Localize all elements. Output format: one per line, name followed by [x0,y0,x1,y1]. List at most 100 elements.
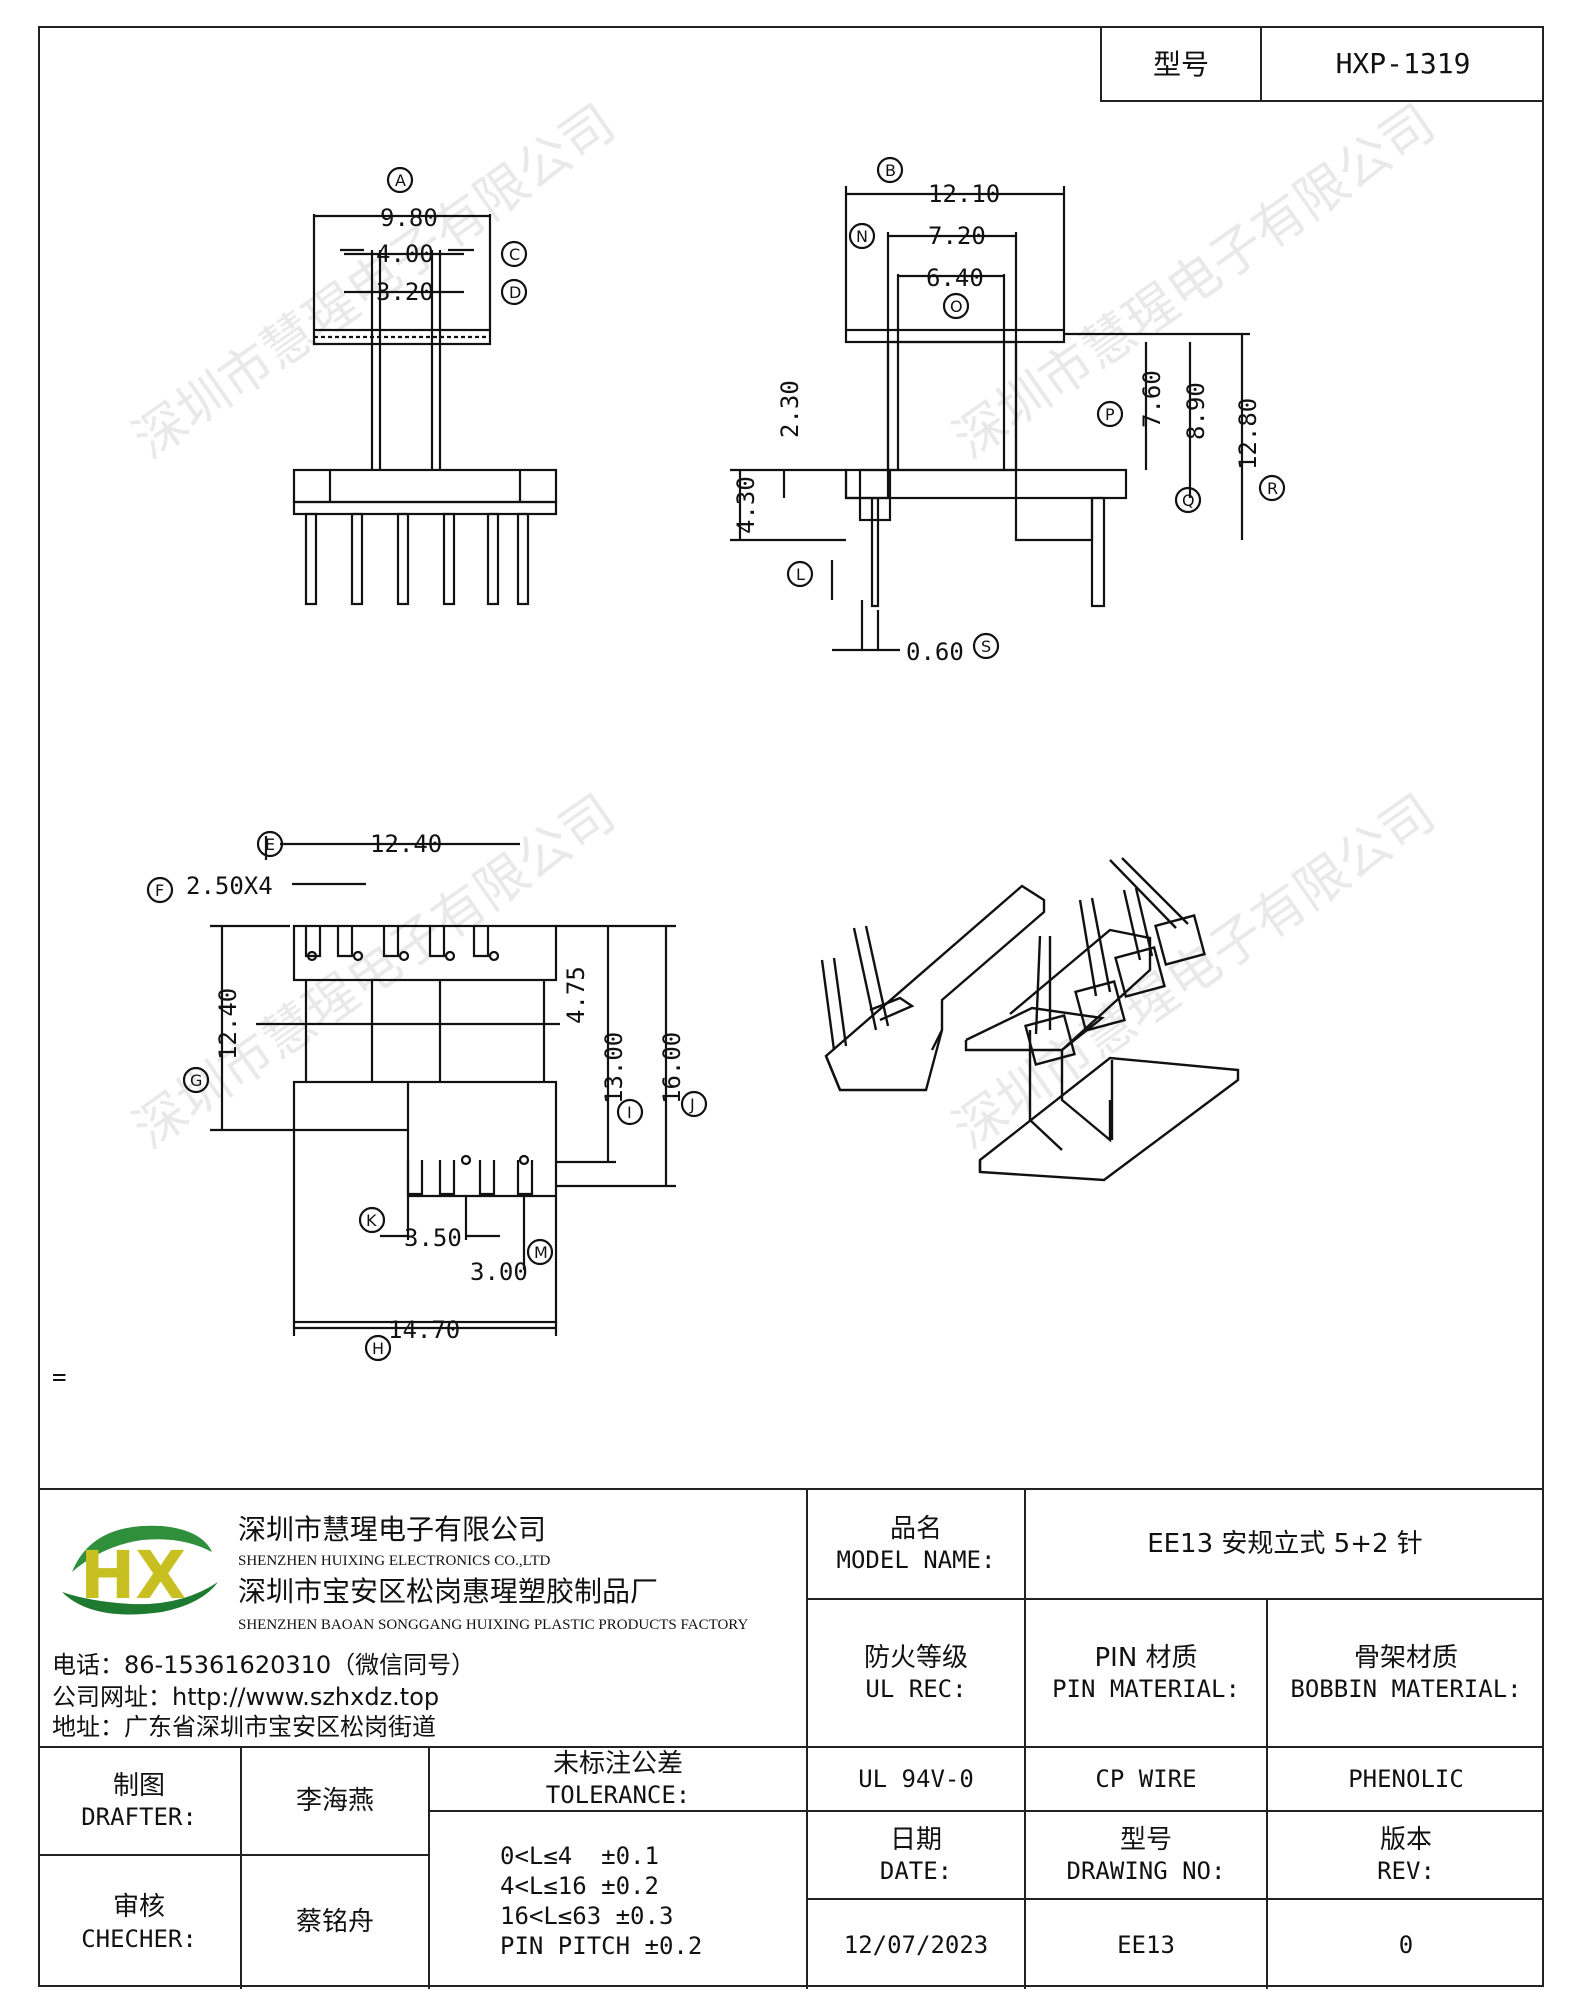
svg-text:N: N [856,227,868,246]
svg-text:L: L [796,565,805,584]
dim-k: 3.50 [404,1224,462,1252]
drawing-frame [38,26,1544,1987]
dim-b: 12.10 [928,180,1000,208]
dim-475: 4.75 [562,966,590,1024]
bubble-i: I [616,1098,644,1126]
dim-p: 7.60 [1138,370,1166,428]
bubble-l: L [786,560,814,588]
factory-name-en: SHENZHEN BAOAN SONGGANG HUIXING PLASTIC … [238,1617,749,1633]
watermark: 深圳市慧瑆电子有限公司 [123,93,626,470]
rev-value: 0 [1398,1930,1414,1959]
svg-text:B: B [885,161,896,180]
dim-q: 8.90 [1182,382,1210,440]
bubble-b: B [876,156,904,184]
bubble-r: R [1258,474,1286,502]
bubble-s: S [972,632,1000,660]
dim-i: 13.00 [600,1032,628,1104]
bubble-q: Q [1174,486,1202,514]
company-address: 地址：广东省深圳市宝安区松岗街道 [52,1713,436,1741]
svg-text:R: R [1267,479,1278,498]
dim-a: 9.80 [380,204,438,232]
bubble-f: F [146,876,174,904]
dim-g: 12.40 [214,988,242,1060]
svg-text:M: M [534,1243,548,1262]
dim-m: 3.00 [470,1258,528,1286]
dim-n: 7.20 [928,222,986,250]
svg-text:A: A [395,171,406,190]
watermark-group: 深圳市慧瑆电子有限公司 深圳市慧瑆电子有限公司 深圳市慧瑆电子有限公司 深圳市慧… [123,93,1446,1160]
tolerance-line: PIN PITCH ±0.2 [500,1931,703,1960]
dim-j: 16.00 [658,1032,686,1104]
model-value: HXP-1319 [1335,46,1471,80]
company-name-cn: 深圳市慧瑆电子有限公司 [238,1513,547,1546]
factory-name-cn: 深圳市宝安区松岗惠瑆塑胶制品厂 [238,1575,659,1608]
technical-drawing: 深圳市慧瑆电子有限公司 深圳市慧瑆电子有限公司 深圳市慧瑆电子有限公司 深圳市慧… [123,93,1446,1362]
isometric-view [820,857,1240,1182]
bubble-o: O [942,292,970,320]
drawing-no-value: EE13 [1026,1900,1268,1989]
model-label: 型号 [1102,26,1262,100]
dim-s: 0.60 [906,638,964,666]
tolerance-values: 0<L≤4 ±0.1 4<L≤16 ±0.2 16<L≤63 ±0.3 PIN … [430,1812,808,1989]
svg-text:C: C [509,245,520,264]
bottom-view [210,836,676,1336]
ul-value: UL 94V-0 [808,1748,1026,1812]
drafter-value: 李海燕 [242,1748,430,1856]
dim-d: 3.20 [376,278,434,306]
svg-text:HX: HX [80,1537,186,1614]
date-value: 12/07/2023 [808,1900,1026,1989]
dim-c: 4.00 [376,240,434,268]
bubble-d: D [500,278,528,306]
bubble-j: J [680,1090,708,1118]
svg-text:J: J [689,1095,695,1114]
checker-value: 蔡铭舟 [242,1856,430,1989]
watermark: 深圳市慧瑆电子有限公司 [943,783,1446,1160]
side-view [730,186,1250,652]
pin-material-value: CP WIRE [1026,1748,1268,1812]
bubble-h: H [364,1334,392,1362]
dim-o: 6.40 [926,264,984,292]
bubble-n: N [848,222,876,250]
tolerance-line: 16<L≤63 ±0.3 [500,1901,674,1930]
tolerance-line: 4<L≤16 ±0.2 [500,1871,659,1900]
front-view [292,214,558,606]
dim-f: 2.50X4 [186,872,273,900]
svg-text:Q: Q [1182,491,1195,510]
svg-text:E: E [265,835,275,854]
svg-text:K: K [366,1211,377,1230]
bubble-g: G [182,1066,210,1094]
svg-text:P: P [1105,405,1115,424]
model-name-value: EE13 安规立式 5+2 针 [1026,1490,1544,1600]
title-block: HX 深圳市慧瑆电子有限公司 SHENZHEN HUIXING ELECTRON… [38,1488,1544,1989]
svg-text:S: S [981,637,991,656]
svg-text:G: G [190,1071,202,1090]
svg-text:I: I [627,1103,632,1122]
dim-h: 14.70 [388,1316,460,1344]
svg-text:H: H [372,1339,384,1358]
dim-r: 12.80 [1234,398,1262,470]
stray-mark: = [52,1363,67,1391]
company-panel: HX 深圳市慧瑆电子有限公司 SHENZHEN HUIXING ELECTRON… [38,1490,808,1748]
model-box: 型号 HXP-1319 [1100,26,1544,102]
bubble-a: A [386,166,414,194]
svg-text:D: D [509,283,521,302]
bubble-k: K [358,1206,386,1234]
company-logo: HX [62,1525,218,1615]
company-name-en: SHENZHEN HUIXING ELECTRONICS CO.,LTD [238,1553,551,1569]
dim-230: 2.30 [776,380,804,438]
bobbin-material-value: PHENOLIC [1268,1748,1544,1812]
company-phone: 电话：86-15361620310（微信同号） [52,1651,476,1679]
bubble-m: M [526,1238,554,1266]
company-website: 公司网址：http://www.szhxdz.top [52,1683,440,1711]
svg-text:O: O [950,297,963,316]
dim-e: 12.40 [370,830,442,858]
bubble-e: E [256,830,284,858]
